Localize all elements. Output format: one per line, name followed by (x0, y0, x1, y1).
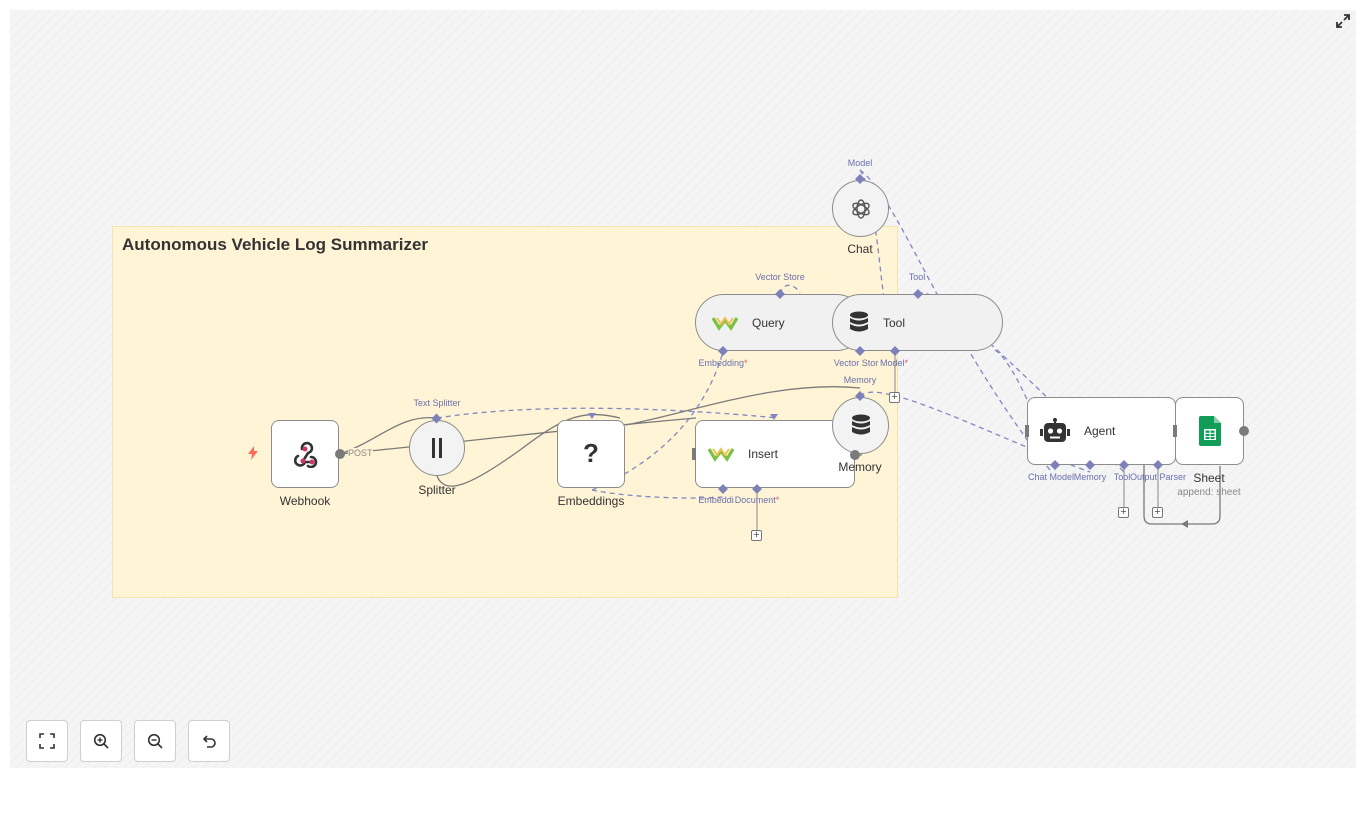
webhook-label: Webhook (279, 494, 331, 508)
sheet-sublabel: append: sheet (1177, 487, 1241, 498)
port-label-text-splitter: Text Splitter (413, 398, 461, 408)
connection-webhook-insert (339, 417, 697, 455)
port-label-vector-store: Vector Store (755, 272, 805, 282)
ai-connection-chat-agent (859, 169, 1051, 471)
ai-connection-query-tool (779, 284, 801, 295)
footer-area (0, 768, 1366, 814)
zoom-out-button[interactable] (134, 720, 176, 762)
undo-button[interactable] (188, 720, 230, 762)
port-label-agent-tool: Tool (1113, 472, 1131, 482)
arrow-head (770, 414, 778, 420)
add-document-button[interactable]: + (751, 530, 762, 541)
robot-icon (1040, 418, 1070, 442)
webhook-node[interactable] (271, 420, 339, 488)
chat-label: Chat (847, 242, 873, 256)
chat-node[interactable] (832, 180, 889, 237)
weaviate-icon (712, 315, 738, 331)
port-label-query-embedding: Embedding* (698, 358, 748, 368)
port-label-agent-output-parser: Output Parser (1129, 472, 1187, 482)
port-label-memory: Memory (843, 375, 877, 385)
fullscreen-button[interactable] (1335, 13, 1351, 34)
fit-view-button[interactable] (26, 720, 68, 762)
port-label-agent-chat-model: Chat Model (1027, 472, 1075, 482)
sheet-label: Sheet (1193, 471, 1225, 485)
svg-text:?: ? (583, 440, 599, 468)
sheet-node[interactable] (1175, 397, 1244, 465)
google-sheets-icon (1198, 416, 1221, 446)
insert-label: Insert (748, 447, 779, 461)
add-agent-tool-button[interactable]: + (1118, 507, 1129, 518)
zoom-out-icon (147, 733, 163, 749)
zoom-in-button[interactable] (80, 720, 122, 762)
embeddings-node[interactable]: ? (557, 420, 625, 488)
sticky-note[interactable]: Autonomous Vehicle Log Summarizer (112, 226, 898, 598)
ai-connection-chat-tool (859, 169, 896, 353)
fullscreen-icon (1336, 14, 1350, 28)
port-label-tool-vector-store: Vector Stor (833, 358, 879, 368)
tool-label: Tool (883, 315, 906, 330)
port-label-tool-model: Model* (879, 358, 909, 368)
port-label-tool: Tool (908, 272, 926, 282)
ai-connection-splitter-insert-document (436, 407, 779, 419)
add-output-parser-button[interactable]: + (1152, 507, 1163, 518)
undo-icon (202, 735, 216, 748)
port-label-insert-document: Document* (734, 495, 780, 505)
insert-node[interactable]: Insert (695, 420, 855, 488)
memory-label: Memory (838, 460, 882, 474)
splitter-icon (432, 438, 442, 458)
arrow-head (588, 413, 596, 419)
webhook-icon (293, 441, 318, 468)
connection-splitter-insert (436, 413, 621, 487)
trigger-icon (247, 446, 259, 465)
openai-icon (851, 198, 870, 219)
memory-node[interactable] (832, 397, 889, 454)
arrow-head (1181, 520, 1188, 528)
edge-label-post: POST (348, 448, 373, 458)
tool-node[interactable]: Tool (832, 294, 1003, 351)
database-icon (851, 414, 870, 434)
embeddings-label: Embeddings (557, 494, 625, 508)
weaviate-icon (708, 447, 734, 462)
zoom-in-icon (93, 733, 109, 749)
port-label-insert-embedding: Embeddi (698, 495, 734, 505)
ai-connection-embeddings-insert (591, 489, 724, 499)
agent-node[interactable]: Agent (1027, 397, 1176, 465)
sticky-note-title: Autonomous Vehicle Log Summarizer (122, 235, 429, 254)
port-label-agent-memory: Memory (1073, 472, 1107, 482)
splitter-node[interactable] (409, 420, 465, 476)
add-tool-model-button[interactable]: + (889, 392, 900, 403)
query-label: Query (752, 315, 785, 330)
connection-embeddings-memory (625, 386, 861, 426)
database-icon (850, 311, 868, 331)
question-mark-icon: ? (583, 440, 599, 468)
port-label-model: Model (847, 158, 873, 168)
fit-view-icon (39, 733, 55, 749)
splitter-label: Splitter (418, 483, 456, 497)
agent-label: Agent (1084, 424, 1116, 438)
